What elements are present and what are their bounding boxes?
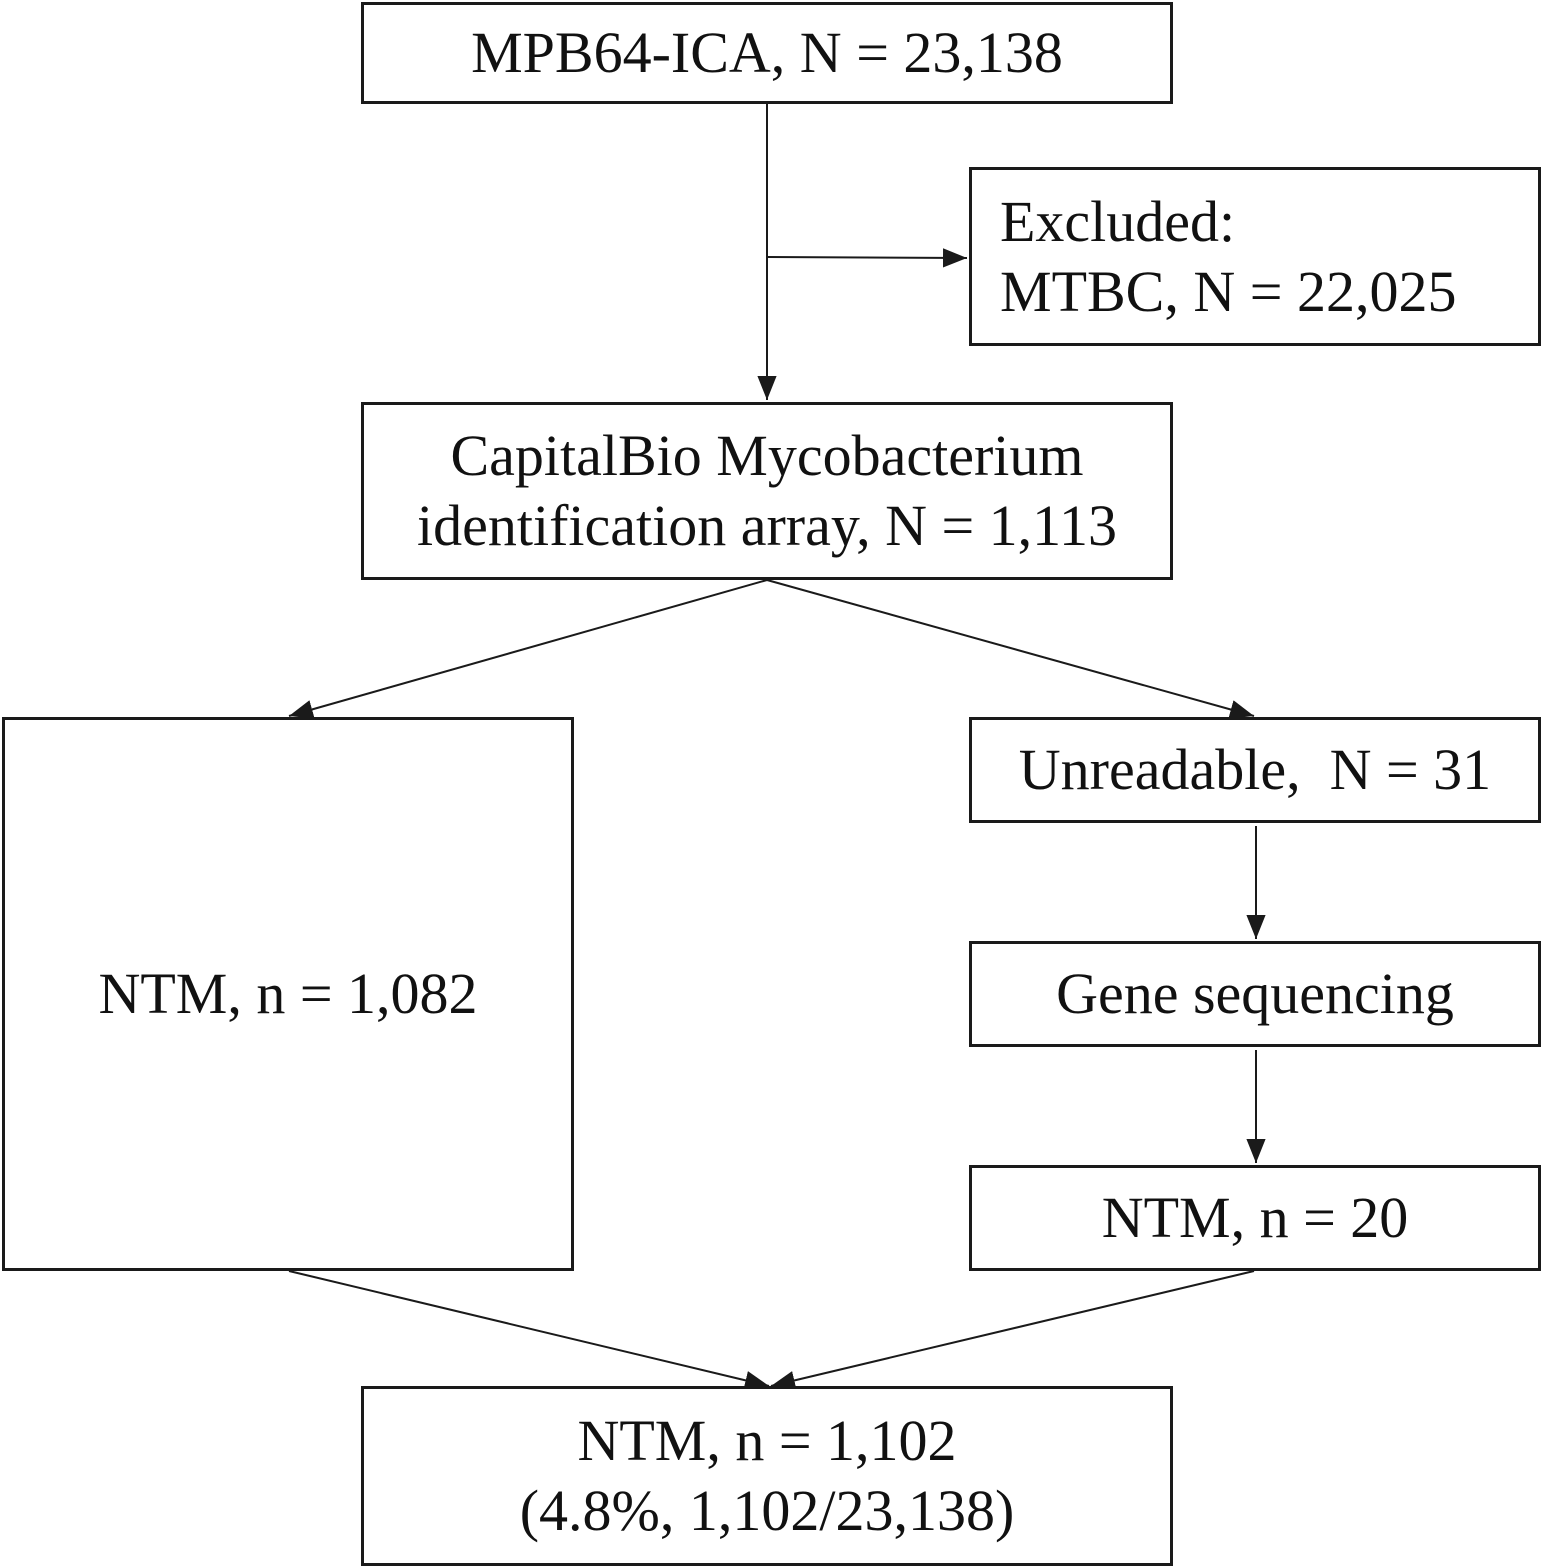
start-label: MPB64-ICA, N = 23,138 [471, 20, 1063, 85]
array-label-line2: identification array, N = 1,113 [416, 493, 1118, 558]
ntm-total-box: NTM, n = 1,102 (4.8%, 1,102/23,138) [361, 1386, 1173, 1566]
arrow-ntm-seq-to-total [770, 1270, 1255, 1390]
excluded-box: Excluded: MTBC, N = 22,025 [969, 167, 1541, 346]
ntm-sequenced-label: NTM, n = 20 [1101, 1185, 1409, 1250]
gene-sequencing-box: Gene sequencing [969, 941, 1541, 1047]
arrow-array-to-unreadable [766, 579, 1255, 719]
ntm-sequenced-box: NTM, n = 20 [969, 1165, 1541, 1271]
sequencing-label: Gene sequencing [1056, 961, 1454, 1026]
arrow-array-to-ntm-main [288, 579, 768, 719]
arrow-ntm-main-to-total [288, 1270, 770, 1390]
arrow-to-excluded [766, 248, 968, 268]
excluded-heading: Excluded: [1000, 188, 1236, 254]
ntm-total-percentage: (4.8%, 1,102/23,138) [519, 1478, 1015, 1543]
ntm-main-label: NTM, n = 1,082 [98, 961, 478, 1026]
ntm-total-label: NTM, n = 1,102 [577, 1408, 957, 1473]
identification-array-box: CapitalBio Mycobacterium identification … [361, 402, 1173, 580]
ntm-main-box: NTM, n = 1,082 [2, 717, 574, 1271]
excluded-count: MTBC, N = 22,025 [1000, 258, 1457, 324]
start-box: MPB64-ICA, N = 23,138 [361, 2, 1173, 104]
unreadable-label: Unreadable, N = 31 [1018, 737, 1492, 802]
array-label-line1: CapitalBio Mycobacterium [450, 423, 1084, 488]
unreadable-box: Unreadable, N = 31 [969, 717, 1541, 823]
